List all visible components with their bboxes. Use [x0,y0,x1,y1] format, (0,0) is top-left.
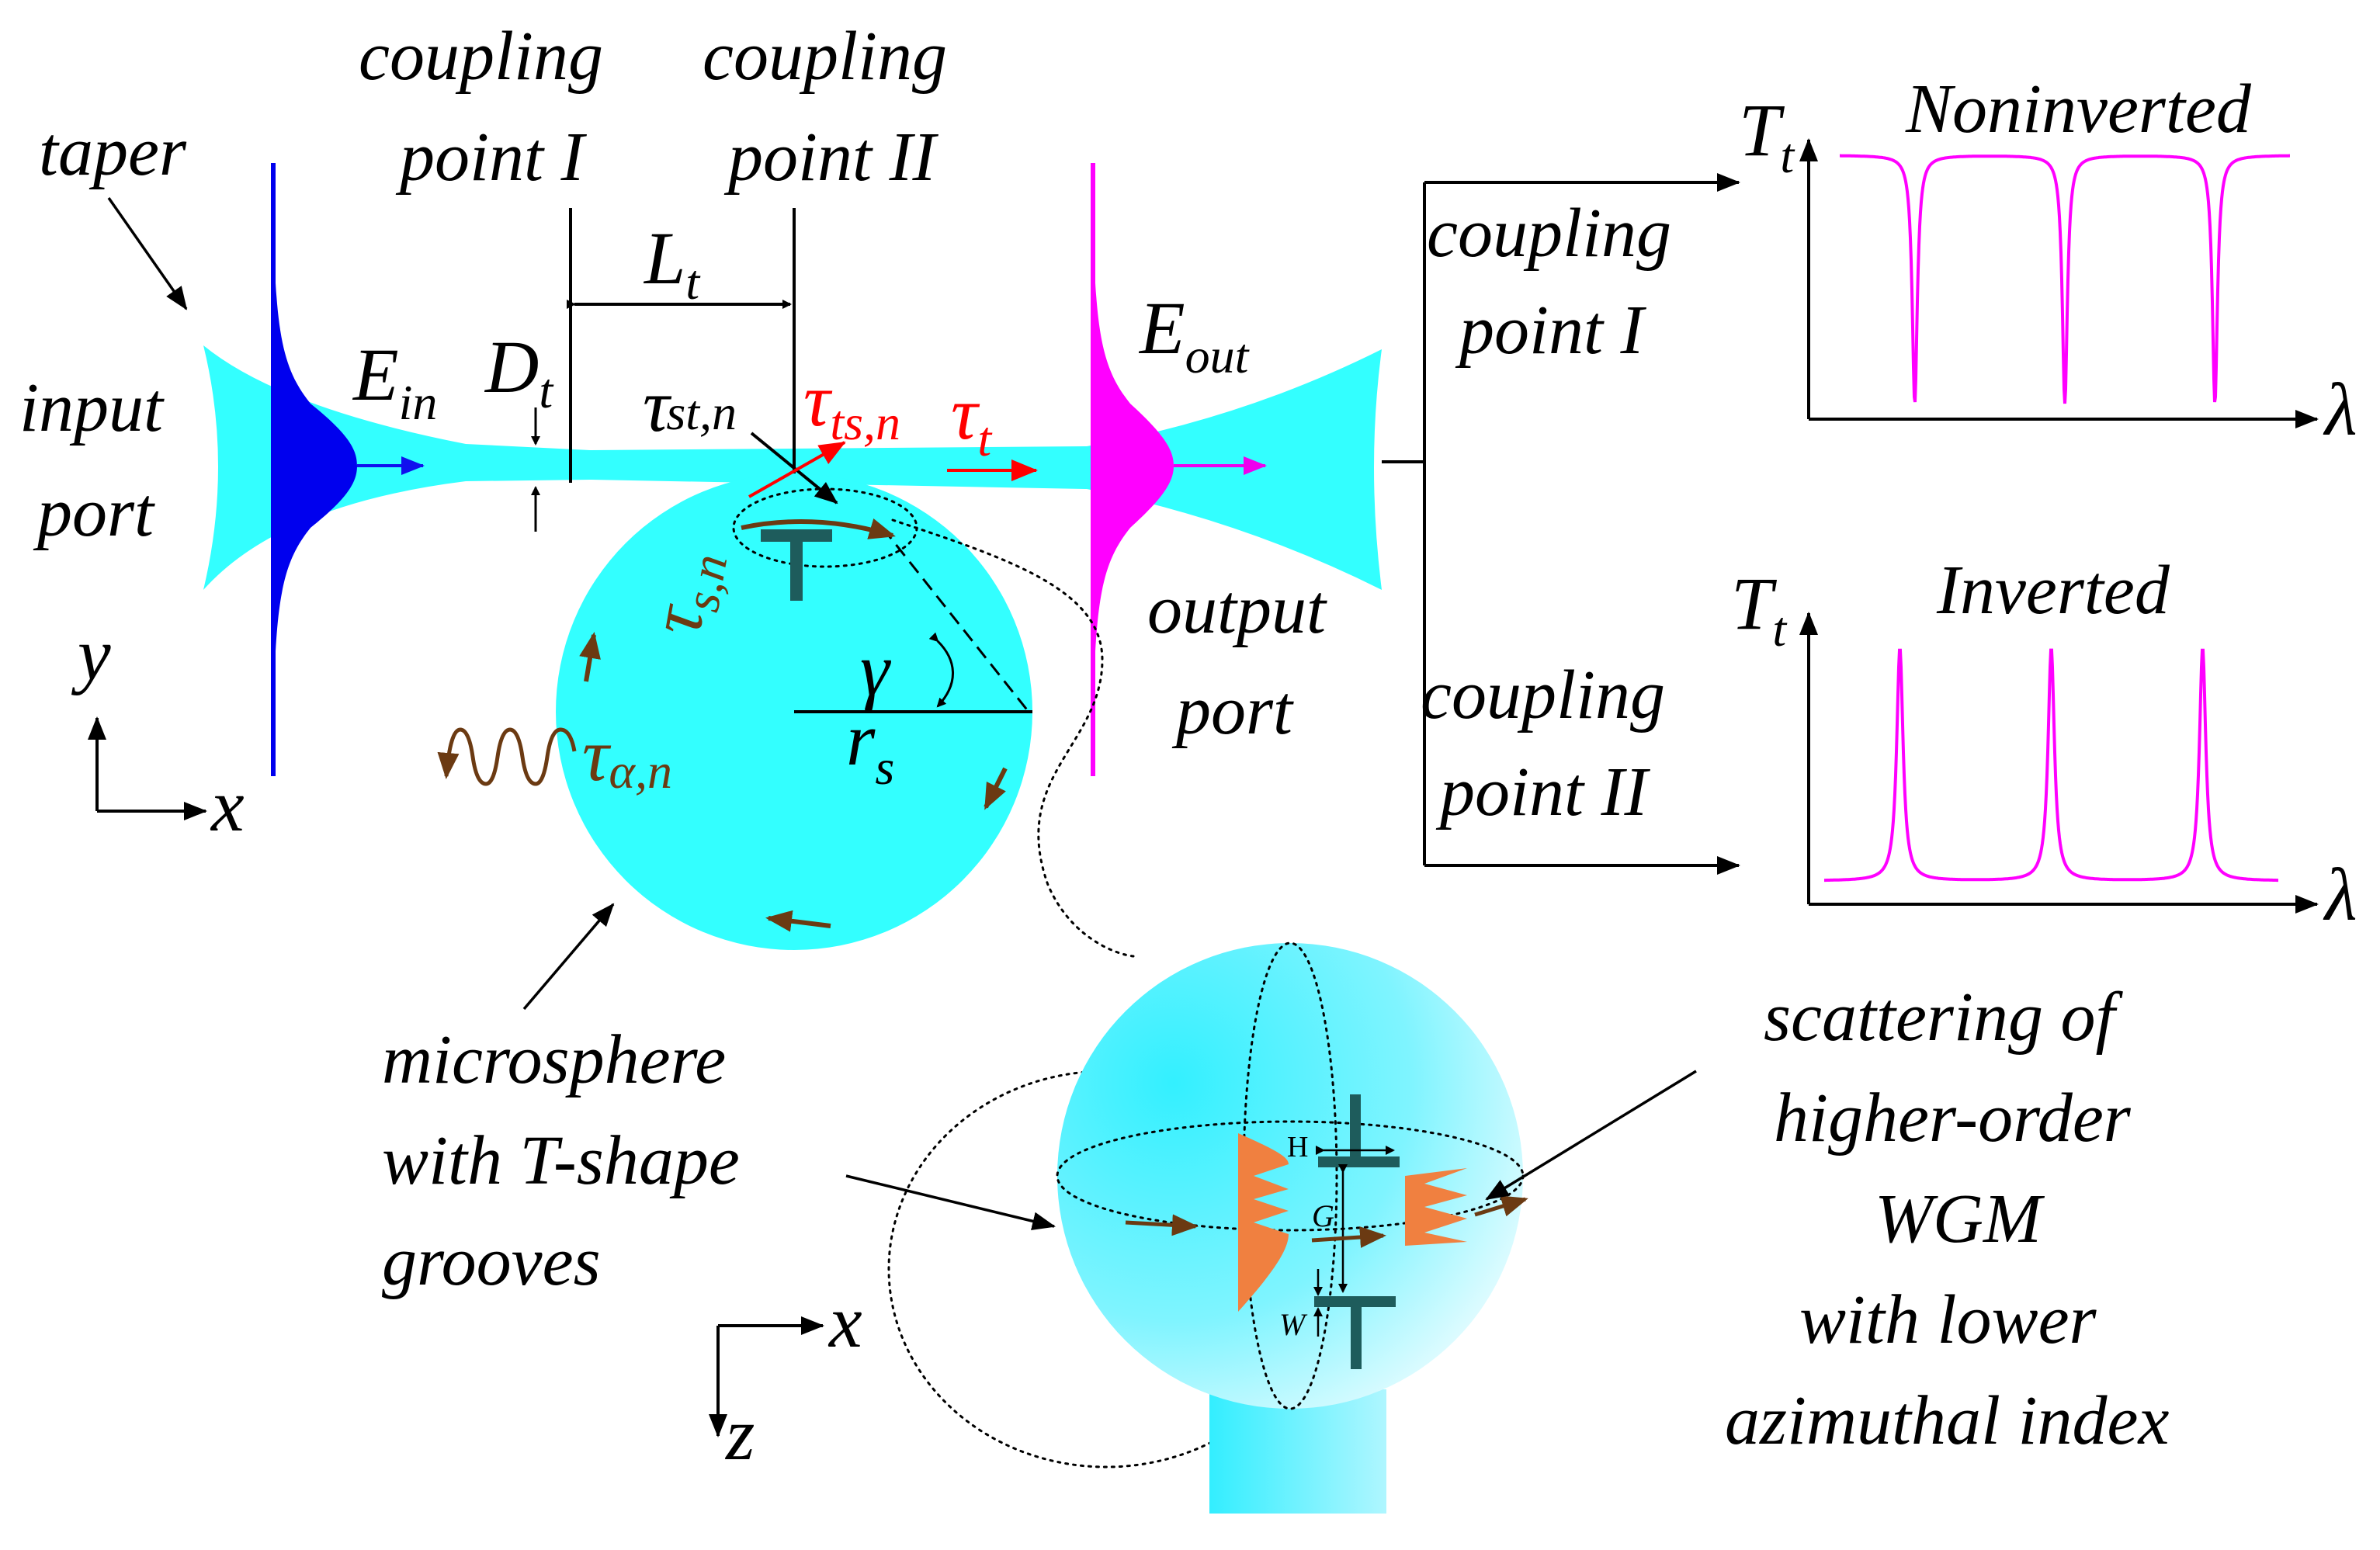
e-out-label: Eout [1138,286,1251,383]
w-label: W [1279,1307,1308,1342]
groove-pointer [845,1174,1056,1231]
coupling-point-2-label: coupling [703,18,947,95]
coupling-point-1-label-2: point I [395,119,588,196]
spectrum-2-curve [1824,648,2278,882]
zoom-connector [891,518,1135,958]
axis-y-label: y [71,612,111,695]
spectrum-1-ylabel: Tt [1739,88,1795,183]
tau-s-label: τs,n [633,544,738,642]
coupling-point-1-label: coupling [359,18,603,95]
circulation-arrow-bottom [765,910,831,932]
gamma-angle-arc [928,632,954,708]
scattering-label-2: higher-order [1774,1080,2132,1156]
scattering-label-4: with lower [1799,1281,2097,1358]
circulation-arrow-top [741,518,896,539]
coupling-point-2-label-2: point II [723,119,938,196]
microsphere-label: microsphere [382,1021,726,1098]
branch-2-label: coupling [1421,657,1665,733]
g-label: G [1312,1198,1334,1233]
tau-ts-label: τts,n [803,359,900,450]
h-label: H [1287,1131,1308,1163]
absorption-wave [437,727,577,786]
scattering-label-3: WGM [1875,1181,2045,1257]
incoming-wave [1238,1133,1289,1312]
inset-flow-arrow-3 [1474,1195,1528,1217]
radius-dashed-line [881,527,1030,713]
microsphere-pointer [522,903,615,1011]
scattering-label: scattering of [1764,979,2123,1056]
lt-label: Lt [643,217,701,310]
axis-x-label: x [210,764,245,847]
dt-label: Dt [484,325,554,418]
taper-pointer [107,196,188,310]
tau-t-label: τt [951,372,993,466]
xz-axes [709,1316,824,1437]
tau-st-label: τst,n [643,364,737,447]
circulation-arrow-right [984,767,1008,810]
output-port-label: output [1147,571,1327,648]
rs-label: rs [846,698,894,795]
scattering-pointer [1485,1070,1697,1201]
spectrum-2-xlabel: λ [2323,853,2357,936]
branch-1-label: coupling [1427,195,1671,272]
gamma-label: γ [860,628,891,711]
inset-flow-arrow-2 [1311,1226,1386,1248]
sphere-stem [1209,1389,1386,1514]
tau-alpha-label: τα,n [582,713,672,799]
input-port-label-2: port [33,474,155,551]
output-field-profile [1093,163,1174,776]
spectrum-2-title: Inverted [1936,552,2170,629]
microsphere-label-2: with T-shape [382,1122,740,1199]
spectrum-1-curve [1840,154,2290,404]
axis-z-label: z [724,1392,755,1475]
spectrum-1-title: Noninverted [1905,71,2252,147]
zoomed-microsphere [1057,943,1523,1409]
e-in-label: Ein [352,333,437,430]
inset-flow-arrow-1 [1125,1214,1199,1236]
spectrum-1-xlabel: λ [2323,368,2357,451]
tau-st-arrow [750,432,838,505]
scattering-label-5: azimuthal index [1725,1382,2169,1459]
axis-x2-label: x [827,1280,862,1363]
input-port-label: input [19,369,165,446]
xy-axes [88,716,207,820]
branch-1-label-2: point I [1455,292,1647,369]
microsphere-label-3: grooves [382,1223,601,1300]
t-groove-lower [1314,1296,1396,1369]
spectrum-2-ylabel: Tt [1731,562,1788,657]
t-groove-small [761,529,832,601]
output-port-label-2: port [1171,672,1294,749]
spectrum-noninverted [1799,138,2319,428]
input-field-profile [273,163,357,776]
circulation-arrow-left [579,632,601,682]
spectrum-inverted [1799,612,2319,914]
tau-ts-arrow [748,441,846,498]
branch-2-label-2: point II [1435,754,1650,830]
taper-label: taper [39,113,187,190]
scattered-wave [1405,1168,1467,1246]
